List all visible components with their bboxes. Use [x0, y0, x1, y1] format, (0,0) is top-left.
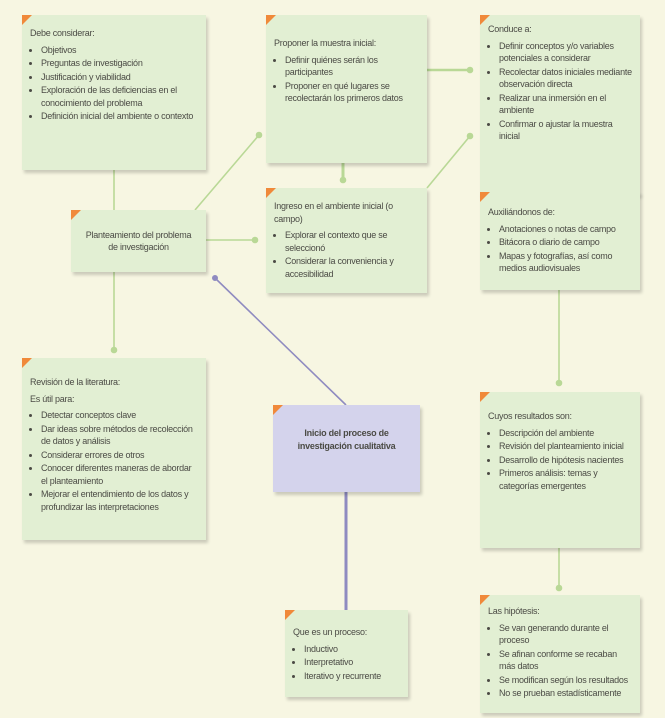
list-item: Preguntas de investigación [41, 57, 198, 70]
list-item: Mapas y fotografías, así como medios aud… [499, 250, 632, 275]
corner-marker [266, 15, 276, 25]
list-item: Exploración de las deficiencias en el co… [41, 84, 198, 109]
box-cuyos-resultados: Cuyos resultados son: Descripción del am… [480, 392, 640, 548]
box-title: Las hipótesis: [488, 606, 540, 616]
list-item: Desarrollo de hipótesis nacientes [499, 454, 632, 467]
list-item: Primeros análisis: temas y categorías em… [499, 467, 632, 492]
box-planteamiento: Planteamiento del problema de investigac… [71, 210, 206, 272]
corner-marker [22, 358, 32, 368]
list-item: No se prueban estadísticamente [499, 687, 632, 700]
list-item: Detectar conceptos clave [41, 409, 198, 422]
list-item: Descripción del ambiente [499, 427, 632, 440]
corner-marker [273, 405, 283, 415]
box-title: Que es un proceso: [293, 627, 368, 637]
list-item: Considerar errores de otros [41, 449, 198, 462]
list-item: Definir quiénes serán los participantes [285, 54, 419, 79]
list-item: Se van generando durante el proceso [499, 622, 632, 647]
list-item: Confirmar o ajustar la muestra inicial [499, 118, 632, 143]
list-item: Revisión del planteamiento inicial [499, 440, 632, 453]
box-title: Planteamiento del problema de investigac… [85, 229, 192, 253]
list-item: Realizar una inmersión en el ambiente [499, 92, 632, 117]
box-proponer-muestra: Proponer la muestra inicial: Definir qui… [266, 15, 427, 163]
corner-marker [480, 595, 490, 605]
box-revision-literatura: Revisión de la literatura: Es útil para:… [22, 358, 206, 540]
connector-planteamiento-proponer [194, 134, 260, 211]
list-item: Se afinan conforme se recaban más datos [499, 648, 632, 673]
box-que-es-proceso: Que es un proceso: Inductivo Interpretat… [285, 610, 408, 697]
corner-marker [480, 392, 490, 402]
box-title: Revisión de la literatura: [30, 377, 121, 387]
list-item: Dar ideas sobre métodos de recolección d… [41, 423, 198, 448]
list-item: Definir conceptos y/o variables potencia… [499, 40, 632, 65]
list-item: Considerar la conveniencia y accesibilid… [285, 255, 419, 280]
box-title: Ingreso en el ambiente inicial (o campo) [274, 201, 393, 224]
box-hipotesis: Las hipótesis: Se van generando durante … [480, 595, 640, 713]
connector-inicio-planteamiento [214, 277, 347, 406]
box-inicio-proceso: Inicio del proceso de investigación cual… [273, 405, 420, 492]
list-item: Objetivos [41, 44, 198, 57]
list-item: Iterativo y recurrente [304, 670, 400, 683]
list-item: Explorar el contexto que se seleccionó [285, 229, 419, 254]
corner-marker [266, 188, 276, 198]
corner-marker [71, 210, 81, 220]
list-item: Conocer diferentes maneras de abordar el… [41, 462, 198, 487]
list-item: Proponer en qué lugares se recolectarán … [285, 80, 419, 105]
list-item: Anotaciones o notas de campo [499, 223, 632, 236]
box-title: Proponer la muestra inicial: [274, 38, 377, 48]
box-title: Cuyos resultados son: [488, 411, 572, 421]
corner-marker [22, 15, 32, 25]
box-subtitle: Es útil para: [30, 393, 75, 404]
box-title: Conduce a: [488, 24, 532, 34]
list-item: Justificación y viabilidad [41, 71, 198, 84]
corner-marker [480, 15, 490, 25]
box-debe-considerar: Debe considerar: Objetivos Preguntas de … [22, 15, 206, 170]
box-title: Auxiliándonos de: [488, 207, 555, 217]
list-item: Bitácora o diario de campo [499, 236, 632, 249]
connector-ingreso-conduce [426, 135, 471, 189]
list-item: Inductivo [304, 643, 400, 656]
list-item: Recolectar datos iniciales mediante obse… [499, 66, 632, 91]
box-auxiliandonos: Auxiliándonos de: Anotaciones o notas de… [480, 192, 640, 290]
box-ingreso-ambiente: Ingreso en el ambiente inicial (o campo)… [266, 188, 427, 293]
corner-marker [285, 610, 295, 620]
corner-marker [480, 192, 490, 202]
box-conduce-a: Conduce a: Definir conceptos y/o variabl… [480, 15, 640, 195]
box-title: Debe considerar: [30, 28, 95, 38]
box-title: Inicio del proceso de investigación cual… [297, 428, 396, 451]
list-item: Interpretativo [304, 656, 400, 669]
list-item: Definición inicial del ambiente o contex… [41, 110, 198, 123]
list-item: Se modifican según los resultados [499, 674, 632, 687]
list-item: Mejorar el entendimiento de los datos y … [41, 488, 198, 513]
